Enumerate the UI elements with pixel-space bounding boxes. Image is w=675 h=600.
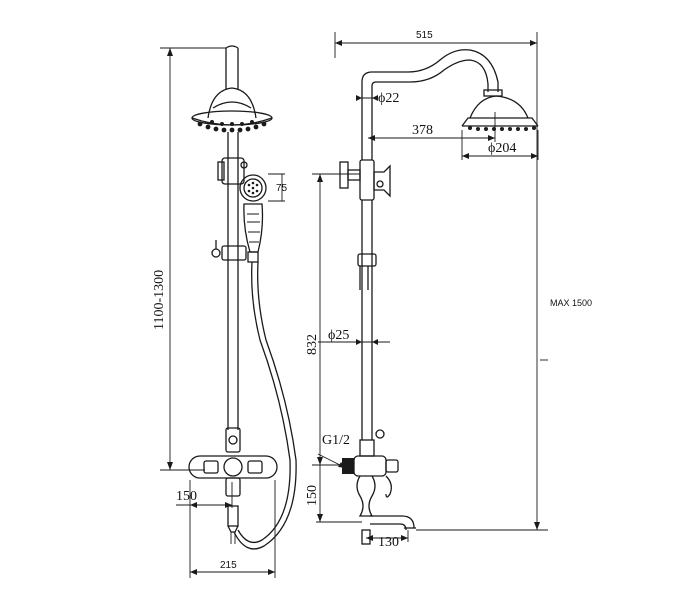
head-diameter-label: ϕ204 xyxy=(488,141,516,156)
shower-arm-side xyxy=(361,49,503,160)
hand-shower-label: 75 xyxy=(276,183,288,194)
side-view: 515 ϕ22 378 xyxy=(305,30,592,550)
hand-shower-front: 75 xyxy=(239,173,288,263)
arm-reach-label: 378 xyxy=(412,123,433,138)
rail-diameter-label: ϕ25 xyxy=(328,328,349,343)
mixer-width-label: 215 xyxy=(220,560,237,571)
mixer-side xyxy=(342,429,416,545)
inlet-offset-right-label: 150 xyxy=(305,485,320,506)
rain-head-front xyxy=(191,87,273,133)
pipe-diameter-top-label: ϕ22 xyxy=(378,91,399,106)
rail-height-label: 832 xyxy=(305,334,320,355)
height-range-label: 1100-1300 xyxy=(152,270,167,330)
inlet-thread-label: G1/2 xyxy=(322,433,350,448)
rain-head-side xyxy=(461,95,539,131)
max-height-label: MAX 1500 xyxy=(550,298,592,308)
mixer-body-front xyxy=(188,427,278,544)
spout-reach-label: 130 xyxy=(378,535,399,550)
front-view: 1100-1300 xyxy=(152,45,297,578)
total-width-label: 515 xyxy=(416,30,433,41)
inlet-offset-left-label: 150 xyxy=(176,489,197,504)
